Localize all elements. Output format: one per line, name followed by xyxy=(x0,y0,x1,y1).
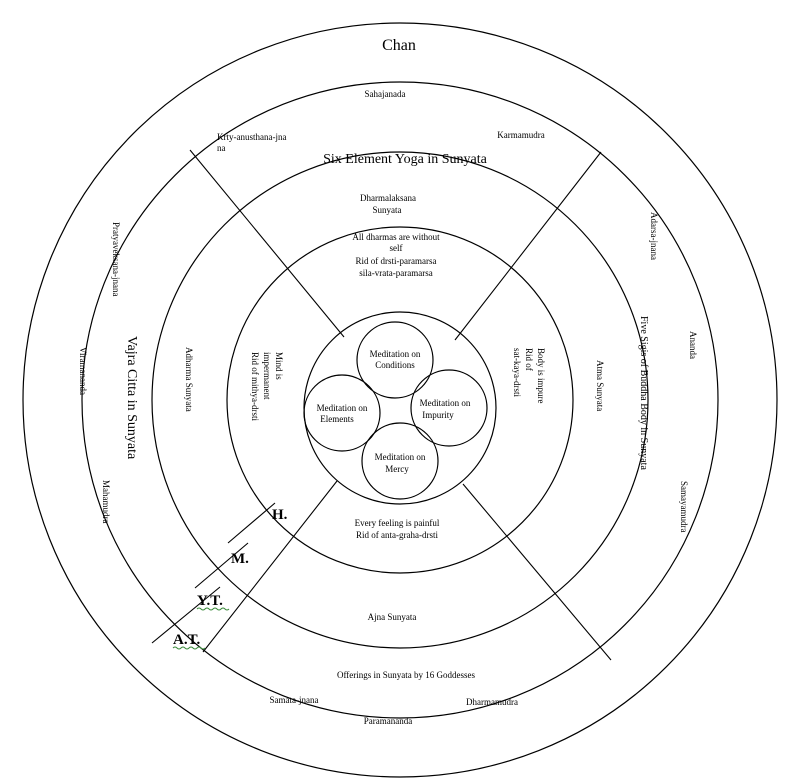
label-meditation-mercy-1: Meditation on xyxy=(375,452,426,462)
level-line-h xyxy=(227,502,276,544)
label-rid-drsti-paramarsa: Rid of drsti-paramarsa xyxy=(356,256,437,266)
label-viramananda: Viramananda xyxy=(78,347,88,395)
label-meditation-conditions-1: Meditation on xyxy=(370,349,421,359)
label-every-feeling: Every feeling is painful xyxy=(355,518,440,528)
level-label-yt: Y.T. xyxy=(197,593,223,609)
label-offerings: Offerings in Sunyata by 16 Goddesses xyxy=(337,670,476,680)
label-dharmalaksana-sunyata: Sunyata xyxy=(373,205,402,215)
label-sila-vrata: sila-vrata-paramarsa xyxy=(359,268,432,278)
label-all-dharmas: All dharmas are without xyxy=(352,232,440,242)
label-vajra-citta: Vajra Citta in Sunyata xyxy=(124,336,139,460)
ring-sunyata xyxy=(151,151,649,649)
label-ajna-sunyata: Ajna Sunyata xyxy=(368,612,417,622)
label-mind-is: Mind is xyxy=(274,352,284,380)
label-krty-anusthana: Krty-anusthana-jna xyxy=(217,132,286,142)
level-line-yt xyxy=(151,586,221,644)
spellcheck-squiggle-at xyxy=(172,646,206,650)
label-samayamudra: Samayamudra xyxy=(679,481,689,532)
label-paramananda: Paramananda xyxy=(364,716,412,726)
label-meditation-impurity-2: Impurity xyxy=(422,410,454,420)
label-sahajanada: Sahajanada xyxy=(365,89,406,99)
label-five-sigis: Five Sigis of Buddha Body in Sunyata xyxy=(638,316,649,470)
label-body-impure: Body is impure xyxy=(536,348,546,404)
label-dharmalaksana: Dharmalaksana xyxy=(360,193,416,203)
label-adarsa-jnana: Adarsa-jnana xyxy=(649,212,659,260)
label-rid-mithya: Rid of mithya-drsti xyxy=(250,352,260,421)
level-label-at: A.T. xyxy=(173,632,200,648)
level-line-m xyxy=(194,542,249,589)
divider-upper-right xyxy=(454,151,602,341)
label-meditation-mercy-2: Mercy xyxy=(385,464,409,474)
label-atma-sunyata: Atma Sunyata xyxy=(595,360,605,411)
label-meditation-conditions-2: Conditions xyxy=(375,360,415,370)
label-mahamudra: Mahamudra xyxy=(101,480,111,523)
label-rid-of: Rid of xyxy=(524,348,534,371)
meditation-elements-circle xyxy=(303,374,381,452)
label-pratyaveksana: Pratyaveksana-jnana xyxy=(111,222,121,296)
label-meditation-impurity-1: Meditation on xyxy=(420,398,471,408)
level-label-m: M. xyxy=(231,551,249,567)
label-adharma-sunyata: Adharma Sunyata xyxy=(184,347,194,412)
spellcheck-squiggle-yt xyxy=(196,607,230,611)
label-rid-anta-graha: Rid of anta-graha-drsti xyxy=(356,530,438,540)
title-chan: Chan xyxy=(382,37,416,54)
label-six-element-yoga: Six Element Yoga in Sunyata xyxy=(323,152,488,167)
divider-lower-right xyxy=(462,483,612,661)
label-meditation-elements-2: Elements xyxy=(320,414,354,424)
meditation-conditions-circle xyxy=(356,321,434,399)
label-krty-anusthana-cont: na xyxy=(217,143,226,153)
divider-lower-left xyxy=(202,480,338,653)
label-sat-kaya: sat-kaya-drsti xyxy=(512,348,522,397)
label-meditation-elements-1: Meditation on xyxy=(317,403,368,413)
label-karmamudra: Karmamudra xyxy=(497,130,544,140)
divider-upper-left xyxy=(189,149,345,338)
meditation-impurity-circle xyxy=(410,369,488,447)
label-dharmamudra: Dharmamudra xyxy=(466,697,518,707)
label-samata-jnana: Samata-jnana xyxy=(270,695,319,705)
outer-ring-chan xyxy=(22,22,778,778)
level-label-h: H. xyxy=(272,507,288,523)
ring-dharmas xyxy=(226,226,574,574)
label-ananda: Ananda xyxy=(688,331,698,359)
ring-jnana-mudra xyxy=(81,81,719,719)
label-impermanent: impermanent xyxy=(262,352,272,400)
label-self: self xyxy=(390,243,403,253)
meditation-mercy-circle xyxy=(361,422,439,500)
